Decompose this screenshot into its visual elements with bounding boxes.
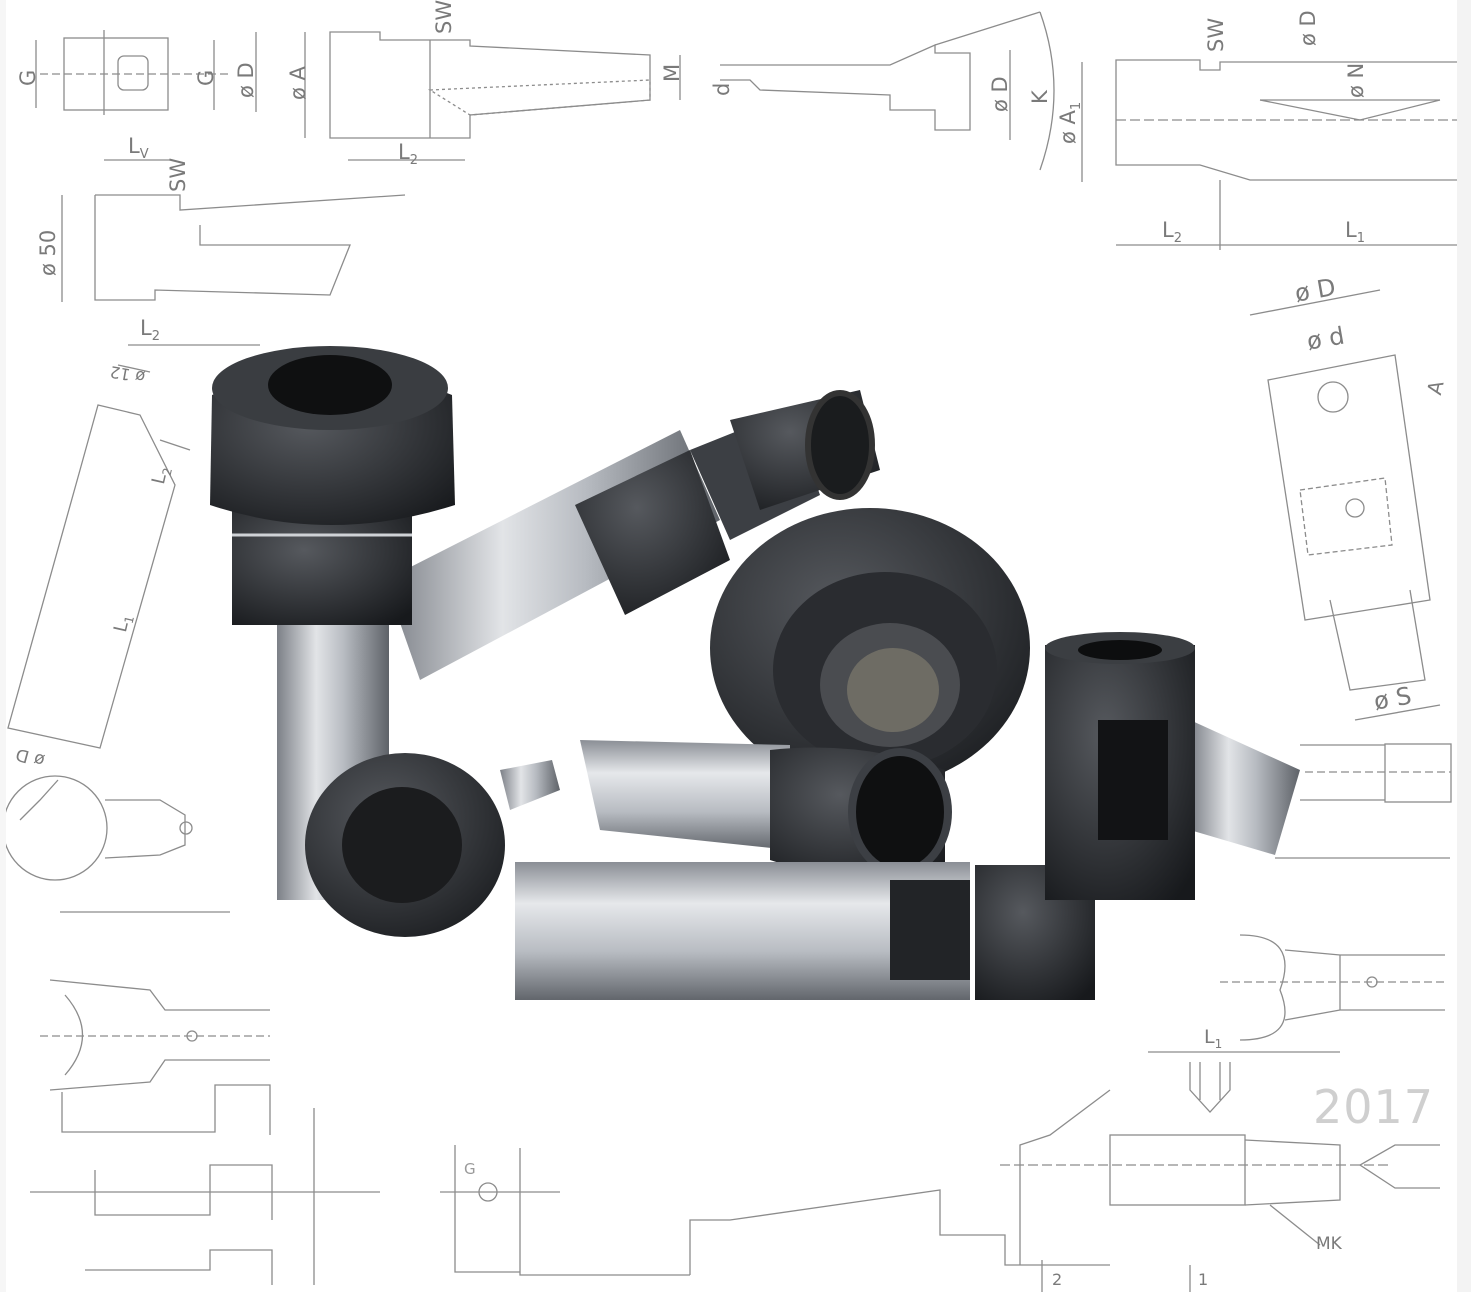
tall-collet-chuck: [210, 346, 455, 900]
label-l2-top: L2: [398, 140, 418, 169]
drawing-chuck-left: [61, 194, 406, 346]
drawing-wrench-right: [1220, 934, 1445, 1041]
label-lv: LV: [128, 134, 149, 163]
label-n-right: ø N: [1344, 62, 1368, 98]
label-d-small: ø D: [234, 62, 258, 98]
label-g-left: G: [16, 69, 40, 86]
label-d-right: ø D: [1296, 10, 1320, 46]
drawing-slanted-holder: [7, 364, 191, 821]
drawing-taper-top: [720, 11, 1055, 171]
label-d-mid: ø D: [988, 76, 1012, 112]
label-a-top: ø A: [286, 66, 310, 100]
label-s-detail: ø S: [1371, 681, 1414, 716]
label-sw-left: SW: [166, 157, 190, 192]
label-m-top: M: [660, 63, 684, 82]
label-mk: MK: [1316, 1234, 1342, 1254]
label-d-small-detail: ø d: [1304, 321, 1347, 356]
label-l2-left: L2: [140, 316, 160, 345]
drawing-wrench-bottom: [40, 979, 270, 1091]
label-sw-right: SW: [1204, 17, 1228, 52]
label-dia12: ø 12: [108, 362, 147, 387]
drawing-shaft-end: [1275, 743, 1452, 859]
middle-collet-holder: [580, 740, 952, 883]
label-k-top: K: [1028, 90, 1052, 104]
drawing-collet-nut: [35, 30, 257, 161]
drawing-spindle-bottom: [440, 1051, 1440, 1292]
right-border: [1457, 0, 1471, 1292]
label-dia50: ø 50: [36, 229, 60, 276]
drawing-holders-bottom-left: [30, 1084, 380, 1285]
slotted-holder: [1045, 632, 1300, 900]
drawing-holder-top: [304, 31, 681, 161]
label-sw-top: SW: [432, 0, 456, 34]
label-l1-right: L1: [1345, 218, 1365, 247]
label-num-1: 1: [1198, 1270, 1209, 1289]
flange-chuck: [710, 508, 1030, 788]
drawing-shaft-detail: [1249, 289, 1441, 721]
small-collet-nut: [305, 753, 560, 937]
drawing-chuck-right: [1081, 59, 1461, 250]
long-shank-holder: [515, 862, 1095, 1000]
label-g-bottom: G: [464, 1160, 476, 1178]
drawing-wrench-left: [2, 775, 230, 913]
label-d-detail: ø D: [1292, 272, 1338, 308]
label-g-mid: G: [194, 69, 218, 86]
product-photo: [210, 346, 1300, 1000]
year-label: 2017: [1313, 1080, 1435, 1134]
label-l1-bottom: L1: [1204, 1026, 1223, 1051]
label-l2-right: L2: [1162, 218, 1182, 247]
diagonal-collet-holder: [385, 390, 880, 680]
left-border: [0, 0, 6, 1292]
label-a1-right: ø A1: [1056, 101, 1085, 144]
label-d-tiny: d: [710, 82, 734, 96]
label-num-2: 2: [1052, 1270, 1063, 1289]
